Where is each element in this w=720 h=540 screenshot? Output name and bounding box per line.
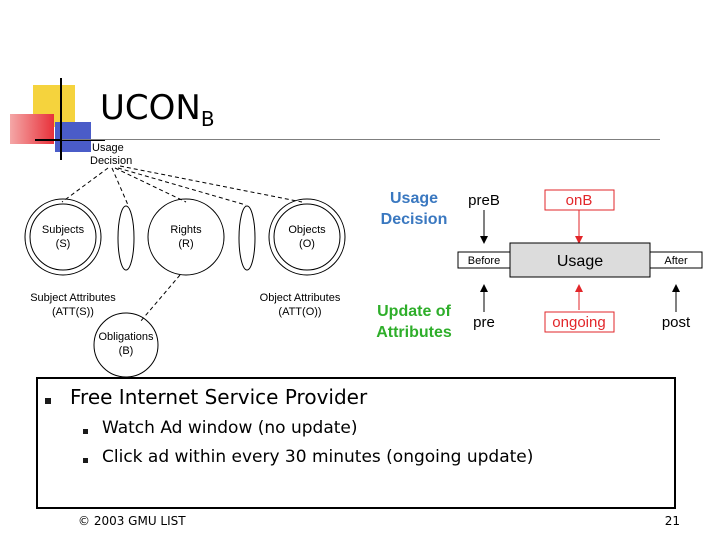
usage-decision-heading-line1: Usage <box>390 190 438 207</box>
usage-decision-label-line2: Decision <box>90 155 132 167</box>
usage-decision-label-line1: Usage <box>92 142 124 154</box>
post-label: post <box>662 314 691 331</box>
update-heading-line2: Attributes <box>376 324 452 341</box>
decision-line-rights <box>114 167 187 203</box>
sub-bullet-square-icon <box>83 458 88 463</box>
title-underline <box>62 139 660 140</box>
obligations-label: Obligations <box>98 331 154 343</box>
onB-label: onB <box>566 192 593 209</box>
rights-label: Rights <box>170 224 202 236</box>
sub-bullet-2: Click ad within every 30 minutes (ongoin… <box>102 447 534 467</box>
sub-bullet-1: Watch Ad window (no update) <box>102 418 358 438</box>
ongoing-box <box>544 311 615 333</box>
page-number: 21 <box>664 514 680 528</box>
obligations-abbrev: (B) <box>119 345 134 357</box>
subjects-label: Subjects <box>42 224 85 236</box>
objects-outer-circle <box>268 198 346 276</box>
rights-circle <box>147 198 225 276</box>
objects-abbrev: (O) <box>299 238 315 250</box>
subjects-outer-circle <box>24 198 102 276</box>
usage-label: Usage <box>557 253 603 270</box>
footer-copyright: © 2003 GMU LIST <box>78 514 186 528</box>
subjects-abbrev: (S) <box>56 238 71 250</box>
ucon-diagram: Usage Decision Subjects (S) Rights (R) O… <box>24 142 703 378</box>
decision-line-left-lens <box>111 167 129 206</box>
subject-attributes-label: Subject Attributes <box>30 292 116 304</box>
left-lens <box>117 205 135 271</box>
logo-vertical-line <box>60 78 62 160</box>
decision-line-subjects <box>61 167 109 203</box>
after-box <box>649 251 703 269</box>
rights-abbrev: (R) <box>178 238 193 250</box>
usage-decision-heading-line2: Decision <box>381 211 448 228</box>
example-box <box>36 377 676 509</box>
right-lens <box>238 205 256 271</box>
obligation-line <box>139 274 181 323</box>
main-bullet-text: Free Internet Service Provider <box>70 385 368 409</box>
objects-inner-circle <box>273 203 341 271</box>
ongoing-label: ongoing <box>552 314 605 331</box>
bullet-square-icon <box>45 398 51 404</box>
decision-line-objects <box>119 165 303 203</box>
object-attributes-abbrev: (ATT(O)) <box>278 306 321 318</box>
subjects-inner-circle <box>29 203 97 271</box>
sub-bullet-square-icon <box>83 429 88 434</box>
after-label: After <box>664 255 688 267</box>
pre-label: pre <box>473 314 495 331</box>
decision-line-right-lens <box>117 167 247 206</box>
objects-label: Objects <box>288 224 326 236</box>
logo-horizontal-line <box>35 139 105 141</box>
slide-title: UCONB <box>100 88 215 131</box>
before-label: Before <box>468 255 500 267</box>
usage-box <box>509 242 651 278</box>
update-heading-line1: Update of <box>377 303 451 320</box>
title-subscript: B <box>200 107 215 131</box>
object-attributes-label: Object Attributes <box>260 292 341 304</box>
preB-label: preB <box>468 192 500 209</box>
subject-attributes-abbrev: (ATT(S)) <box>52 306 94 318</box>
